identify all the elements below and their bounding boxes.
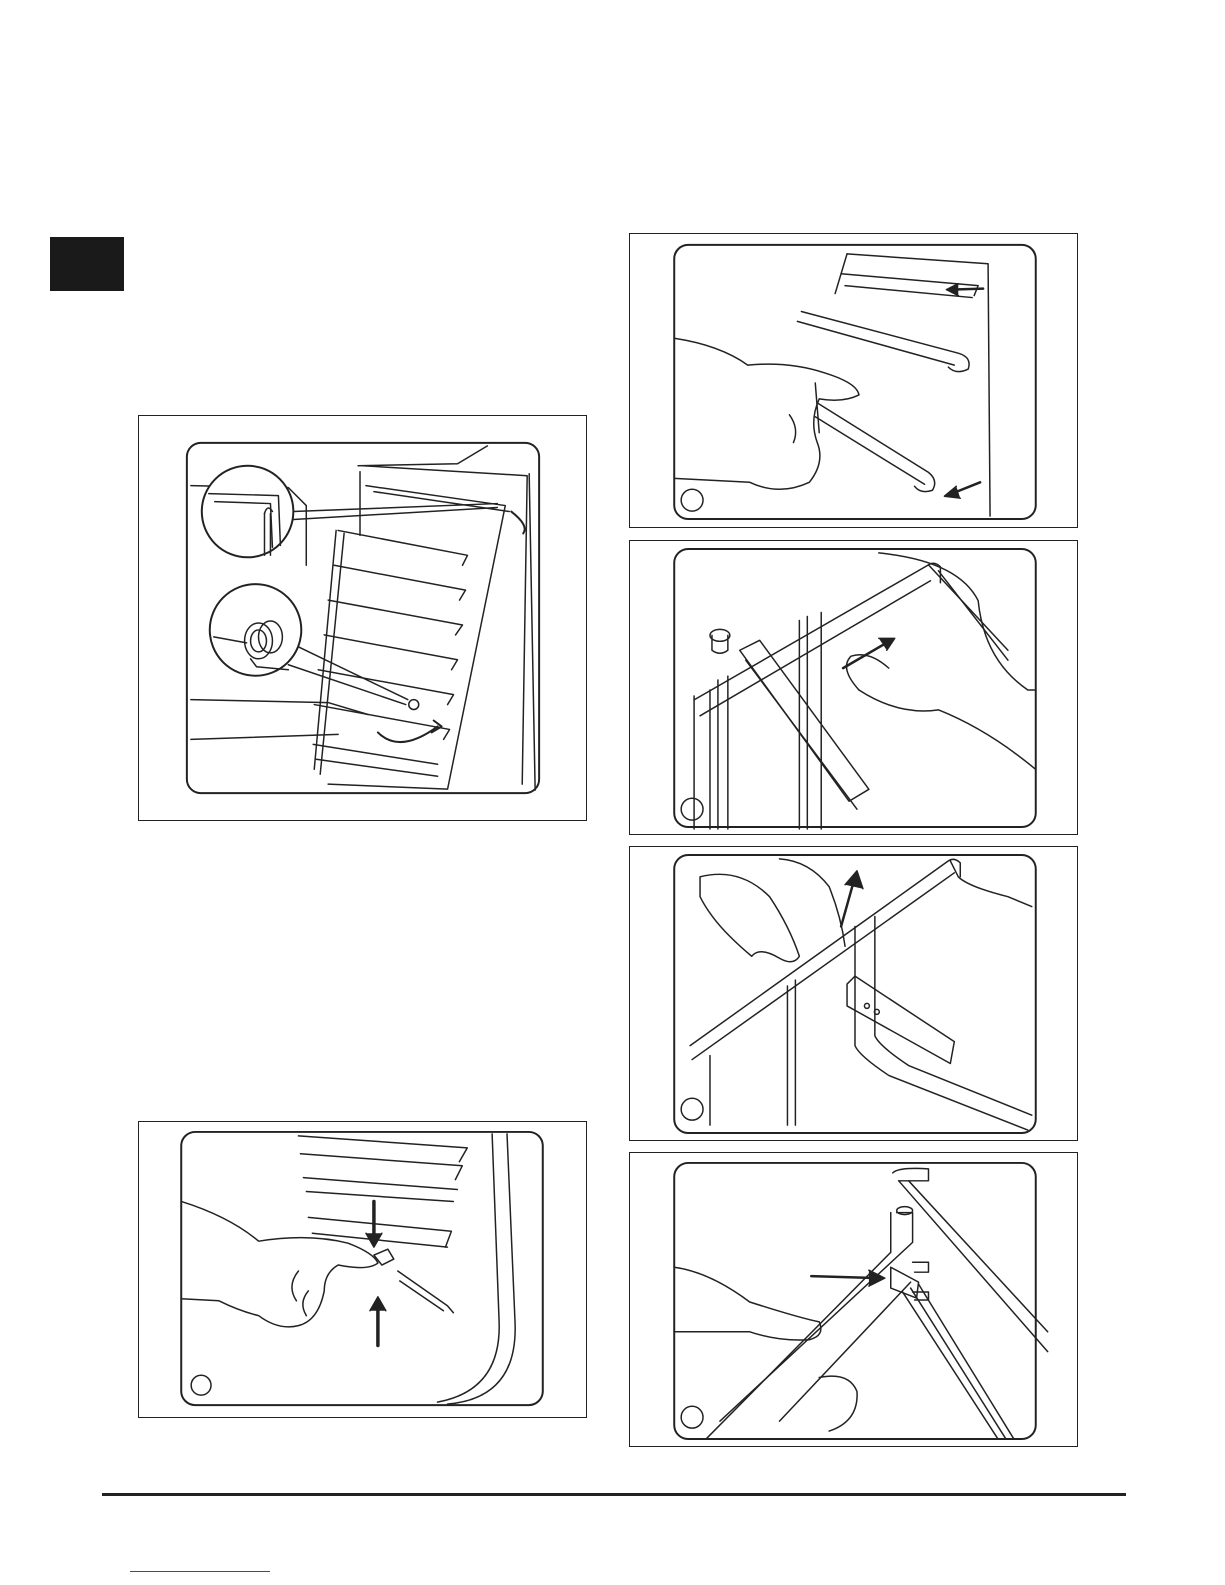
- lift-catch-illustration: [630, 847, 1077, 1140]
- remove-rack-illustration: [139, 1122, 586, 1417]
- section-tab-marker: [50, 237, 124, 291]
- rack-rotate-illustration: [630, 234, 1077, 527]
- figure-rack-hooks-overview: [138, 415, 587, 821]
- figure-step-3-lift-catch: [629, 846, 1078, 1141]
- slide-catch-illustration: [630, 541, 1077, 834]
- figure-step-2-slide-catch: [629, 540, 1078, 835]
- footer-rule: [102, 1493, 1126, 1496]
- rack-hooks-illustration: [139, 416, 586, 820]
- figure-step-remove-rack-bottom: [138, 1121, 587, 1418]
- refit-catch-illustration: [630, 1153, 1077, 1446]
- footer-link-underline[interactable]: [130, 1571, 270, 1572]
- figure-step-1-rack-rotate: [629, 233, 1078, 528]
- figure-step-4-refit-catch: [629, 1152, 1078, 1447]
